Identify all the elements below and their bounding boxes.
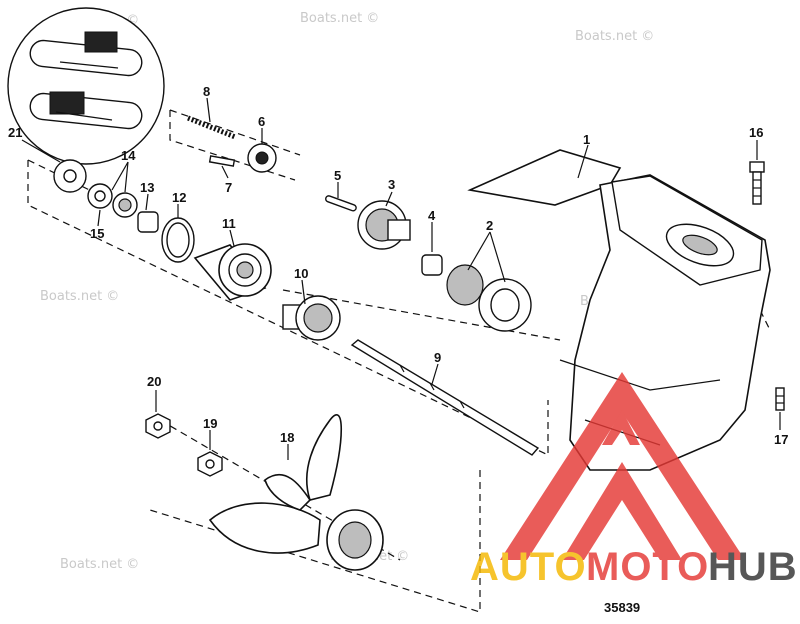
watermark: Boats.net © xyxy=(40,289,119,304)
bearing-2 xyxy=(446,264,532,332)
callout-13: 13 xyxy=(140,180,154,195)
nut-20 xyxy=(145,413,171,439)
bearing-4 xyxy=(421,254,443,276)
clutch-6 xyxy=(247,143,277,173)
callout-15: 15 xyxy=(90,226,104,241)
callout-4: 4 xyxy=(428,208,436,223)
washer-15 xyxy=(87,183,113,209)
pin-5 xyxy=(325,195,357,212)
reverse-gear-10 xyxy=(282,295,341,341)
callout-labels: 1 2 3 4 5 6 7 8 9 10 11 12 13 14 15 16 1… xyxy=(8,84,788,447)
logo-word-auto: AUTO xyxy=(470,545,587,589)
callout-17: 17 xyxy=(774,432,788,447)
propeller-shaft-9 xyxy=(350,339,540,456)
leader-lines xyxy=(21,97,781,460)
bushing-13 xyxy=(137,211,159,233)
callout-16: 16 xyxy=(749,125,763,140)
callout-10: 10 xyxy=(294,266,308,281)
watermark: Boats.net © xyxy=(575,29,654,44)
callout-18: 18 xyxy=(280,430,294,445)
spring-8 xyxy=(187,115,236,140)
callout-21: 21 xyxy=(8,125,22,140)
brand-logo: AUTO MOTO HUB xyxy=(470,372,798,589)
callout-19: 19 xyxy=(203,416,217,431)
callout-2: 2 xyxy=(486,218,493,233)
callout-6: 6 xyxy=(258,114,265,129)
callout-1: 1 xyxy=(583,132,590,147)
washer-21 xyxy=(53,159,87,193)
callout-11: 11 xyxy=(222,216,236,231)
logo-word-hub: HUB xyxy=(708,545,798,589)
callout-14: 14 xyxy=(121,148,136,163)
propeller-18 xyxy=(208,413,384,571)
callout-5: 5 xyxy=(334,168,341,183)
logo-word-moto: MOTO xyxy=(586,545,709,589)
seal-14 xyxy=(112,192,138,218)
callout-8: 8 xyxy=(203,84,210,99)
nut-19 xyxy=(197,451,223,477)
callout-12: 12 xyxy=(172,190,186,205)
figure-number: 35839 xyxy=(604,600,640,615)
forward-gear-3 xyxy=(357,200,411,250)
screw-17 xyxy=(775,387,785,411)
pin-7 xyxy=(208,155,236,167)
detail-zoom-circle xyxy=(7,7,165,165)
logo-triangle-mark xyxy=(500,372,745,560)
o-ring-12 xyxy=(161,217,195,263)
callout-7: 7 xyxy=(225,180,232,195)
callout-3: 3 xyxy=(388,177,395,192)
callout-9: 9 xyxy=(434,350,441,365)
watermark: Boats.net © xyxy=(60,557,139,572)
bearing-carrier-11 xyxy=(193,243,272,301)
bolt-16 xyxy=(749,161,765,205)
watermark: Boats.net © xyxy=(300,11,379,26)
callout-20: 20 xyxy=(147,374,161,389)
